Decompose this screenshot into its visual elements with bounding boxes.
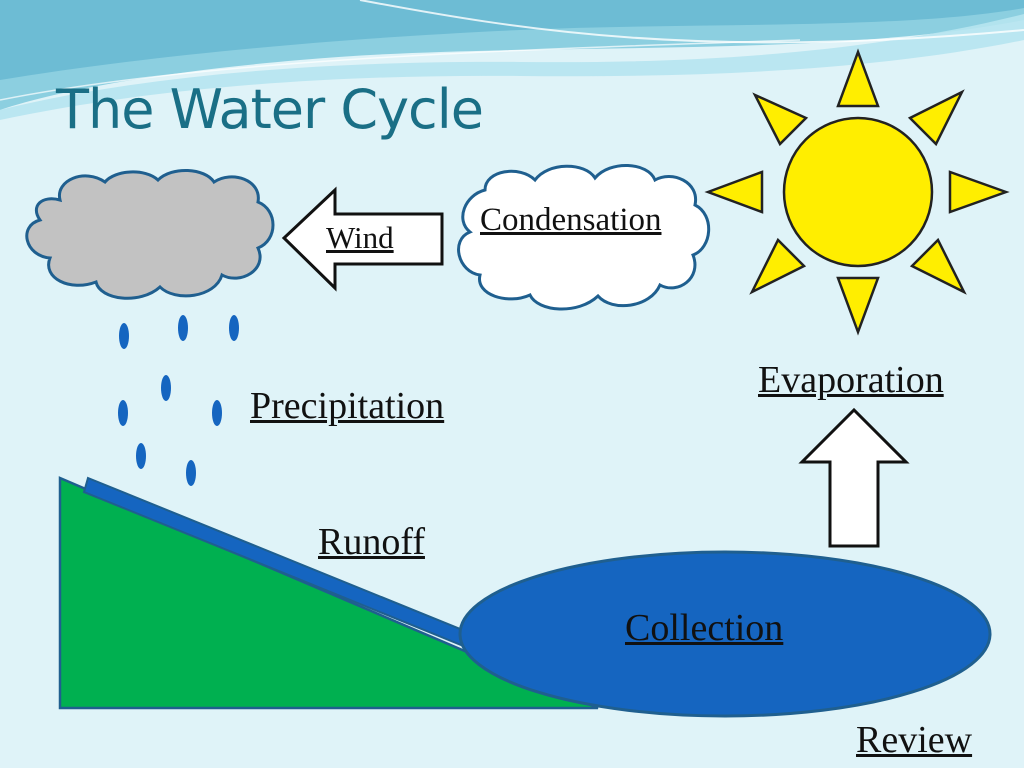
collection-lake [458,550,992,718]
rain-cloud-icon [25,168,275,300]
wind-arrow-icon [281,186,444,292]
evaporation-arrow-icon [798,407,910,548]
raindrop-icon [119,323,129,349]
collection-link[interactable]: Collection [625,607,784,649]
runoff-link[interactable]: Runoff [318,521,425,563]
wind-link[interactable]: Wind [326,220,394,255]
sun-icon [704,48,1010,336]
precipitation-link[interactable]: Precipitation [250,385,445,427]
evaporation-link[interactable]: Evaporation [758,359,944,401]
raindrop-icon [186,460,196,486]
slide-title: The Water Cycle [56,78,484,141]
raindrop-icon [178,315,188,341]
raindrop-icon [136,443,146,469]
raindrops [118,315,239,486]
review-link[interactable]: Review [856,719,973,761]
condensation-link[interactable]: Condensation [480,202,662,238]
raindrop-icon [118,400,128,426]
raindrop-icon [161,375,171,401]
condensation-cloud-icon [457,164,711,311]
header-waves [0,0,1024,120]
raindrop-icon [229,315,239,341]
raindrop-icon [212,400,222,426]
